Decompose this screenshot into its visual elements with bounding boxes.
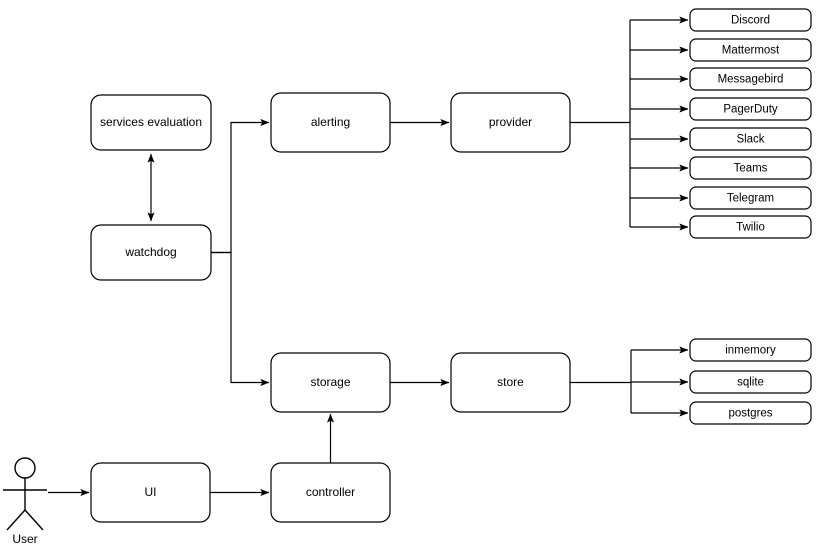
leaf-box [689,338,812,362]
leaf-node-twilio[interactable]: Twilio [689,215,812,239]
edges-layer [48,16,689,496]
node-box [90,462,211,523]
leaf-label: PagerDuty [723,104,778,116]
node-box [270,352,391,413]
leaf-box [689,127,812,151]
edge-watchdog-to-alerting [211,119,270,254]
node-alerting[interactable]: alerting [270,92,391,153]
node-box [90,224,212,281]
leaf-label: Teams [734,163,768,175]
leaf-label: Mattermost [722,45,780,57]
leaf-label: Messagebird [718,74,784,86]
actor-leg-right [24,509,44,531]
leaf-node-telegram[interactable]: Telegram [689,186,812,210]
leaf-node-postgres[interactable]: postgres [689,401,812,425]
leaf-box [689,67,812,91]
node-box [90,94,212,151]
leaf-box [689,370,812,394]
node-label: UI [145,485,157,499]
node-storage[interactable]: storage [270,352,391,413]
actor-leg-left [6,509,26,531]
leaf-label: Discord [731,15,770,27]
leaf-box [689,215,812,239]
leaf-node-slack[interactable]: Slack [689,127,812,151]
leaf-node-teams[interactable]: Teams [689,156,812,180]
leaf-node-inmemory[interactable]: inmemory [689,338,812,362]
actor-label: User [12,532,37,546]
node-label: controller [306,485,355,499]
leaf-label: sqlite [737,377,764,389]
leaf-box [689,401,812,425]
leaf-box [689,186,812,210]
node-watchdog[interactable]: watchdog [90,224,212,281]
node-label: watchdog [124,245,176,259]
leaf-label: postgres [728,408,772,420]
node-store[interactable]: store [450,352,571,413]
node-controller[interactable]: controller [270,462,391,523]
leaf-label: Telegram [727,193,774,205]
node-box [270,92,391,153]
user-actor: User [3,457,47,546]
leaf-node-mattermost[interactable]: Mattermost [689,38,812,62]
leaf-box [689,8,812,32]
leaf-node-discord[interactable]: Discord [689,8,812,32]
user-actor-figure: User [3,457,47,546]
node-label: services evaluation [100,115,202,129]
leaf-label: Twilio [736,222,765,234]
node-label: store [497,375,524,389]
node-box [450,352,571,413]
edge-watchdog-to-storage [211,251,270,386]
node-box [270,462,391,523]
leaf-box [689,156,812,180]
leaf-box [689,38,812,62]
actor-head-icon [14,457,36,479]
node-services-evaluation[interactable]: services evaluation [90,94,212,151]
leaf-node-sqlite[interactable]: sqlite [689,370,812,394]
leaf-box [689,97,812,121]
nodes-layer: services evaluation watchdog alerting provi… [90,92,571,523]
leaf-label: Slack [736,134,764,146]
leaf-nodes-layer: DiscordMattermostMessagebirdPagerDutySla… [689,8,812,425]
node-ui[interactable]: UI [90,462,211,523]
node-label: alerting [311,115,350,129]
leaf-node-messagebird[interactable]: Messagebird [689,67,812,91]
node-label: storage [310,375,350,389]
leaf-label: inmemory [725,345,776,357]
node-label: provider [489,115,532,129]
node-box [450,92,571,153]
node-provider[interactable]: provider [450,92,571,153]
leaf-node-pagerduty[interactable]: PagerDuty [689,97,812,121]
